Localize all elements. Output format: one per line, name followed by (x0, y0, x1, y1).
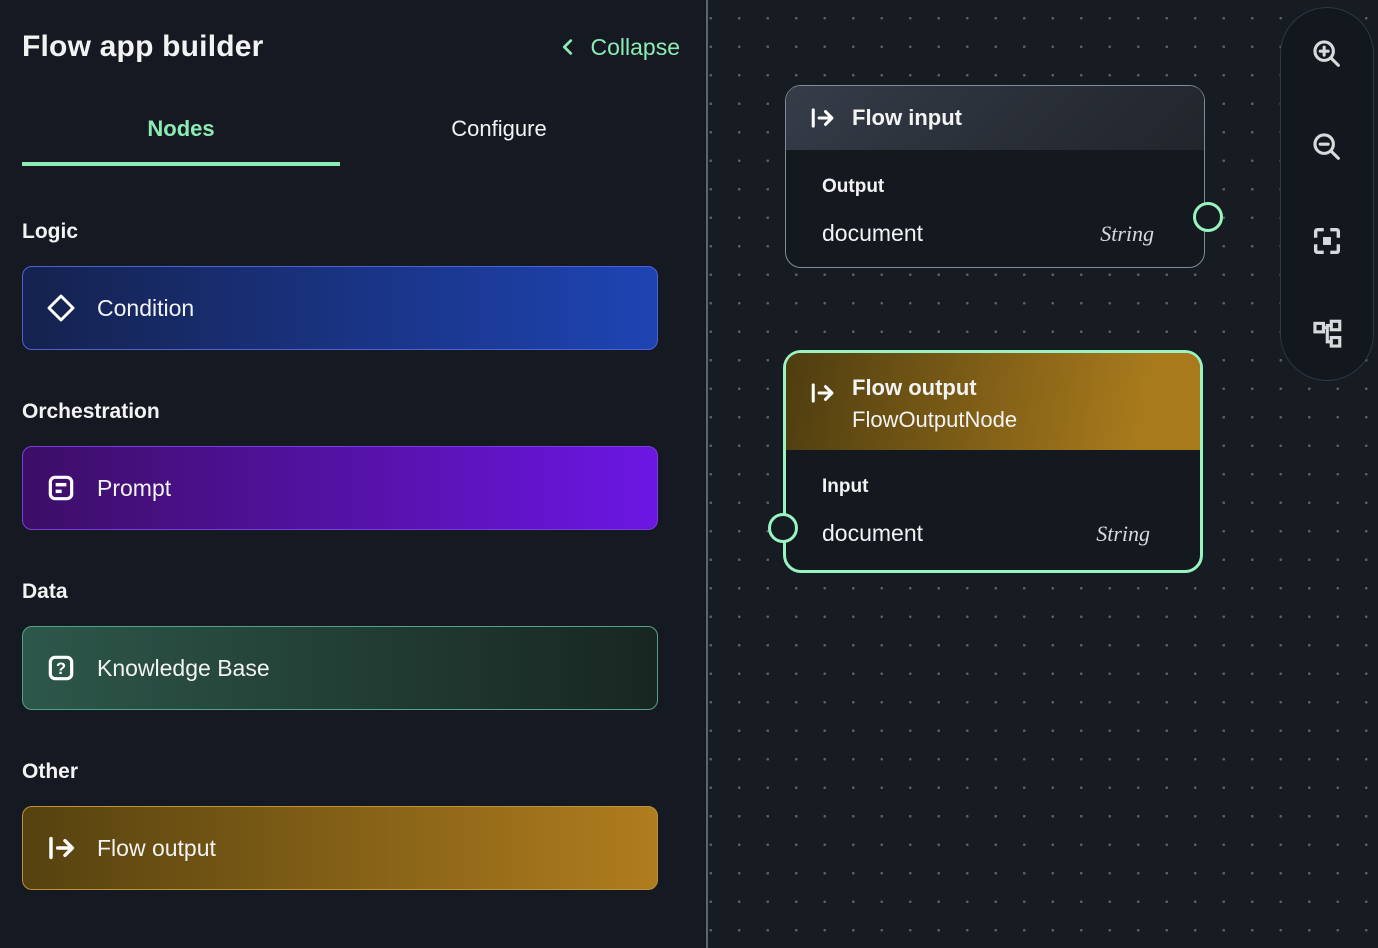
svg-text:?: ? (56, 659, 66, 678)
section-heading-logic: Logic (22, 220, 78, 243)
flow-input-node-body: Output document String (786, 150, 1204, 247)
chevron-left-icon (557, 36, 579, 58)
port-type: String (1096, 520, 1150, 546)
node-button-knowledge-base[interactable]: ? Knowledge Base (22, 626, 658, 710)
auto-layout-button[interactable] (1307, 314, 1347, 354)
node-button-label: Flow output (97, 834, 216, 861)
node-title-block: Flow output FlowOutputNode (852, 375, 1017, 433)
node-button-label: Prompt (97, 474, 172, 501)
collapse-label: Collapse (590, 33, 681, 60)
node-title: Flow output (852, 375, 977, 400)
zoom-in-icon (1310, 37, 1344, 71)
node-palette: Logic Condition Orchestration Prompt Dat… (22, 220, 684, 890)
node-button-flow-output[interactable]: Flow output (22, 806, 658, 890)
port-name: document (822, 220, 924, 246)
flow-input-node-header: Flow input (786, 86, 1204, 150)
node-button-label: Condition (97, 294, 195, 321)
zoom-out-button[interactable] (1307, 127, 1347, 167)
condition-diamond-icon (45, 292, 77, 324)
flow-output-node-body: Input document String (786, 450, 1200, 547)
node-button-prompt[interactable]: Prompt (22, 446, 658, 530)
node-button-label: Knowledge Base (97, 654, 270, 681)
flow-input-icon (808, 104, 836, 132)
flow-input-node[interactable]: Flow input Output document String (785, 85, 1223, 268)
section-heading-other: Other (22, 760, 79, 783)
page-title: Flow app builder (22, 30, 264, 63)
node-subtitle: FlowOutputNode (852, 407, 1018, 432)
node-button-condition[interactable]: Condition (22, 266, 658, 350)
tab-configure-label: Configure (451, 116, 547, 141)
output-connector-handle[interactable] (1193, 202, 1223, 232)
tab-bar: Nodes Configure (22, 116, 684, 166)
flow-output-icon (808, 379, 836, 407)
input-connector-handle[interactable] (768, 513, 798, 543)
flow-canvas[interactable]: Flow input Output document String Flow o… (706, 0, 1378, 948)
port-group-label: Output (822, 176, 885, 197)
port-row: document String (822, 220, 1180, 247)
flow-output-node[interactable]: Flow output FlowOutputNode Input documen… (768, 350, 1203, 573)
sidebar-header: Flow app builder Collapse (22, 30, 684, 64)
knowledge-base-icon: ? (45, 652, 77, 684)
port-name: document (822, 520, 924, 546)
auto-layout-icon (1310, 317, 1344, 351)
canvas-toolbar (1280, 7, 1374, 381)
section-heading-orchestration: Orchestration (22, 400, 160, 423)
fit-view-icon (1310, 224, 1344, 258)
sidebar: Flow app builder Collapse Nodes Configur… (22, 30, 684, 890)
zoom-out-icon (1310, 130, 1344, 164)
tab-nodes[interactable]: Nodes (22, 116, 340, 166)
port-row: document String (822, 520, 1176, 547)
collapse-button[interactable]: Collapse (557, 33, 681, 61)
node-title: Flow input (852, 105, 962, 130)
tab-configure[interactable]: Configure (340, 116, 658, 166)
zoom-in-button[interactable] (1307, 34, 1347, 74)
tab-nodes-label: Nodes (147, 116, 215, 141)
section-heading-data: Data (22, 580, 68, 603)
port-group-label: Input (822, 476, 869, 497)
flow-output-node-header: Flow output FlowOutputNode (786, 353, 1200, 450)
flow-output-icon (45, 832, 77, 864)
port-type: String (1100, 220, 1154, 246)
fit-view-button[interactable] (1307, 221, 1347, 261)
prompt-document-icon (45, 472, 77, 504)
